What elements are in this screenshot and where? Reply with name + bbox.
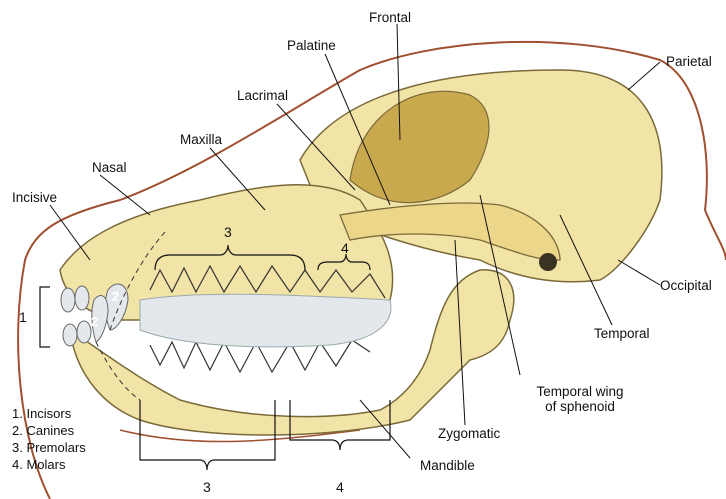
marker-upper-canine: 2: [112, 289, 119, 304]
legend-item-incisors: 1. Incisors: [12, 405, 86, 422]
legend-item-molars: 4. Molars: [12, 456, 86, 473]
label-temporal: Temporal: [594, 326, 650, 341]
marker-lower-premolars: 3: [203, 479, 211, 495]
molar-crowns: [140, 294, 391, 347]
label-temporal-wing-line2: of sphenoid: [524, 399, 636, 414]
marker-lower-molars: 4: [336, 479, 344, 495]
legend-item-premolars: 3. Premolars: [12, 439, 86, 456]
marker-lower-canine: 2: [91, 314, 98, 329]
label-incisive: Incisive: [12, 190, 57, 205]
label-temporal-wing: Temporal wing of sphenoid: [524, 384, 636, 414]
label-occipital: Occipital: [660, 278, 712, 293]
incisor-teeth: [61, 286, 91, 346]
label-parietal: Parietal: [666, 54, 712, 69]
tooth-legend: 1. Incisors 2. Canines 3. Premolars 4. M…: [12, 405, 86, 473]
label-temporal-wing-line1: Temporal wing: [524, 384, 636, 399]
label-maxilla: Maxilla: [180, 132, 222, 147]
marker-upper-premolars: 3: [224, 224, 232, 240]
label-zygomatic: Zygomatic: [438, 426, 500, 441]
legend-item-canines: 2. Canines: [12, 422, 86, 439]
marker-upper-molars: 4: [341, 240, 349, 256]
label-nasal: Nasal: [92, 160, 127, 175]
label-lacrimal: Lacrimal: [237, 88, 288, 103]
label-frontal: Frontal: [369, 10, 411, 25]
label-mandible: Mandible: [420, 458, 475, 473]
marker-incisors: 1: [19, 309, 27, 325]
label-palatine: Palatine: [287, 38, 336, 53]
